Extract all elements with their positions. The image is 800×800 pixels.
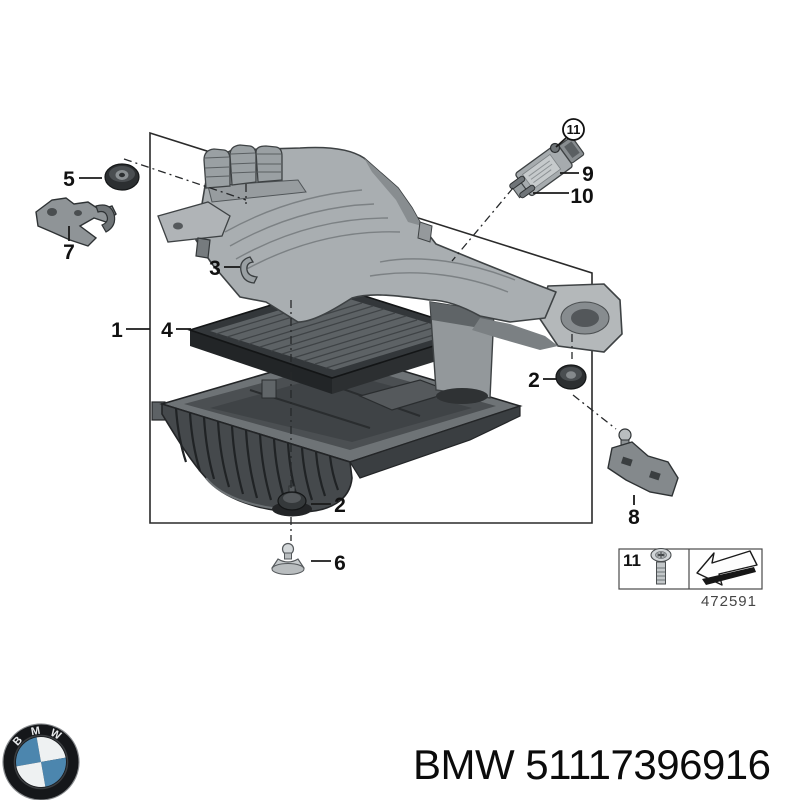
direction-arrow-icon — [696, 550, 758, 586]
support-bracket-7 — [35, 197, 117, 247]
rubber-grommet-5 — [104, 163, 140, 191]
callout-2-bottom: 2 — [334, 494, 346, 517]
housing-rib-lines — [174, 407, 340, 502]
callout-5: 5 — [63, 168, 75, 191]
callout-6: 6 — [334, 552, 346, 575]
rubber-grommet-2-right — [555, 364, 587, 390]
svg-text:M: M — [30, 725, 41, 738]
callout-11-circle — [562, 118, 585, 141]
intake-bellows — [203, 144, 283, 189]
callout-2-right: 2 — [528, 369, 540, 392]
rubber-grommet-2-bottom — [272, 485, 312, 517]
retaining-clip-3 — [240, 256, 258, 284]
callout-labels: 5 7 3 1 4 2 2 6 8 9 10 11 — [63, 118, 640, 575]
alignment-lines — [123, 158, 617, 541]
callout-4: 4 — [161, 319, 173, 342]
callout-10: 10 — [570, 185, 593, 208]
assembly-boundary-box — [149, 131, 593, 524]
legend-table: 11 — [618, 547, 763, 590]
cover-hook — [195, 237, 211, 259]
legend-ref-label: 11 — [623, 551, 641, 570]
sensor-seal-10 — [509, 175, 536, 199]
bellows-corrugations — [204, 152, 281, 178]
mass-air-flow-sensor-9 — [510, 136, 585, 199]
bmw-roundel-logo: B M W — [2, 723, 80, 800]
callout-8: 8 — [628, 506, 640, 529]
callout-7: 7 — [63, 241, 75, 264]
air-cleaner-lower-housing — [151, 351, 523, 513]
mounting-pin-6 — [271, 542, 305, 575]
callout-11: 11 — [567, 122, 581, 137]
callout-3: 3 — [209, 257, 221, 280]
cover-mounting-flange — [157, 201, 231, 243]
callout-1: 1 — [111, 319, 123, 342]
callout-9: 9 — [582, 163, 594, 186]
drawing-number: 472591 — [701, 593, 757, 610]
part-number-text: BMW 51117396916 — [413, 741, 771, 788]
support-bracket-8 — [607, 428, 679, 497]
leader-lines — [68, 137, 635, 562]
torx-screw-icon — [650, 547, 672, 585]
air-cleaner-upper-cover — [157, 144, 623, 404]
cover-clip-tab — [417, 221, 433, 243]
